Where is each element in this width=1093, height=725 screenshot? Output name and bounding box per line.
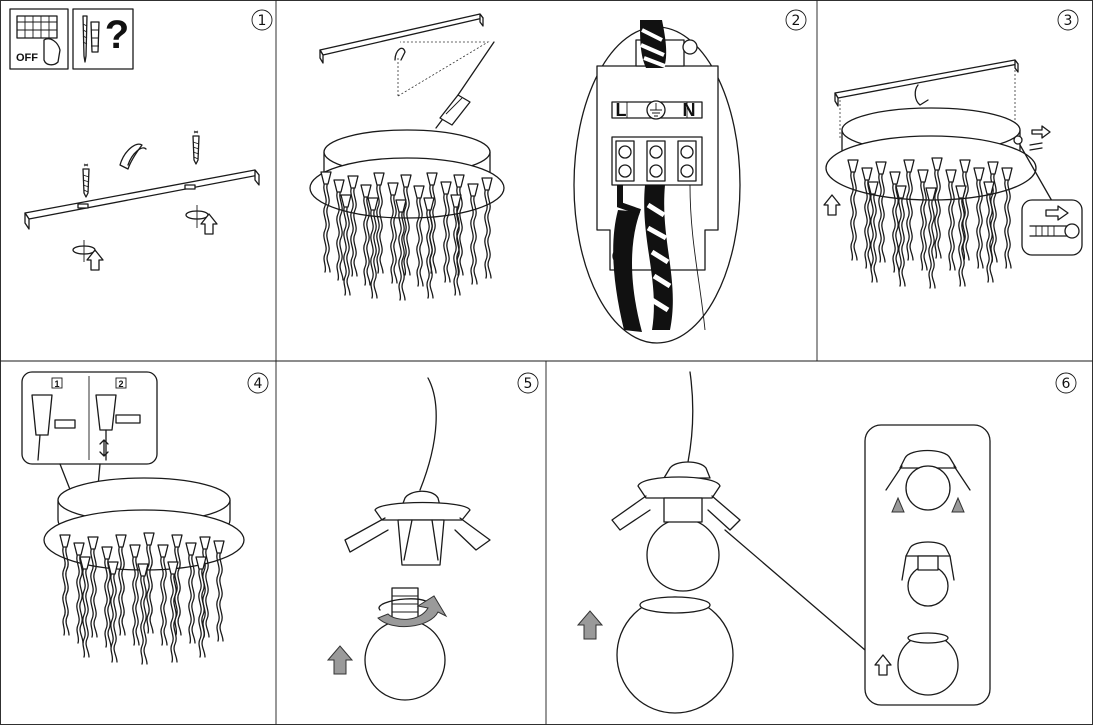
light-bulb <box>364 587 448 701</box>
svg-text:2: 2 <box>118 379 123 389</box>
power-cable <box>613 20 706 332</box>
screw-detail-inset <box>1021 199 1083 256</box>
tools-required-icon: ? <box>72 8 134 70</box>
earth-icon <box>646 100 666 120</box>
svg-text:2: 2 <box>792 13 801 29</box>
svg-text:1: 1 <box>54 379 59 389</box>
ceiling-bracket <box>319 13 484 64</box>
panel-step-4: 4 1 2 <box>21 371 269 665</box>
step-number-2: 2 <box>785 9 807 31</box>
panel-step-6: 6 <box>577 371 1077 714</box>
canopy-with-pendants <box>309 129 505 301</box>
ceiling-bracket <box>834 59 1019 107</box>
step-number-3: 3 <box>1057 9 1079 31</box>
mounting-bracket <box>24 169 260 230</box>
socket-detail-inset: 1 2 <box>21 371 158 465</box>
lamp-holder <box>344 490 491 566</box>
panel-step-2: 2 L N <box>573 9 807 344</box>
svg-text:5: 5 <box>524 376 533 392</box>
svg-text:1: 1 <box>258 13 267 29</box>
side-screw-icon <box>1013 125 1061 216</box>
neutral-terminal-label: N <box>683 100 696 120</box>
light-bulb <box>646 497 720 592</box>
step-number-6: 6 <box>1055 372 1077 394</box>
step-number-5: 5 <box>517 372 539 394</box>
glass-shade <box>616 596 734 714</box>
lamp-holder <box>611 461 741 531</box>
canopy-with-pendants <box>825 107 1037 289</box>
step-number-4: 4 <box>247 372 269 394</box>
wall-plug-screw-icon <box>119 143 147 170</box>
canopy-with-pendants <box>43 477 245 665</box>
svg-text:4: 4 <box>254 376 263 392</box>
panel-step-3: 3 <box>823 9 1083 289</box>
panel-step-5: 5 <box>327 372 539 701</box>
svg-text:?: ? <box>105 13 129 57</box>
power-off-warning-icon: OFF <box>9 8 69 70</box>
panel-step-1: 1 OFF ? <box>9 8 273 271</box>
panel-step-1b <box>309 13 505 301</box>
live-terminal-label: L <box>616 100 627 120</box>
shade-detail-inset <box>864 424 991 706</box>
svg-text:3: 3 <box>1064 13 1073 29</box>
svg-text:6: 6 <box>1062 376 1071 392</box>
svg-text:OFF: OFF <box>16 52 38 64</box>
step-number-1: 1 <box>251 9 273 31</box>
cable-connector <box>435 41 495 129</box>
